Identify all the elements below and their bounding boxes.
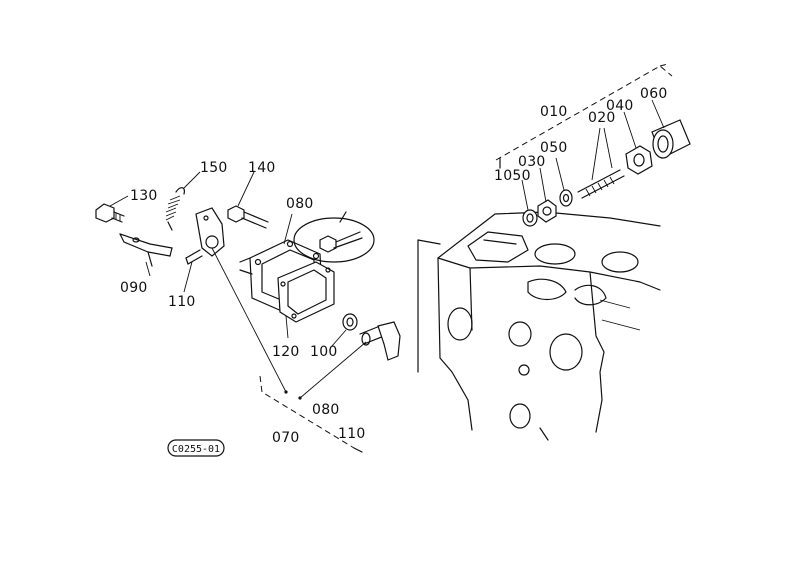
label-140: 140 — [248, 160, 276, 176]
part-gasket-120 — [277, 261, 335, 323]
label-080-cover: 080 — [286, 196, 314, 212]
part-ring-100 — [342, 313, 358, 331]
part-bolt-130 — [95, 203, 125, 223]
part-washer-050 — [559, 189, 573, 207]
part-nut-030 — [537, 199, 557, 223]
part-cap-060 — [651, 119, 691, 159]
engine-block — [437, 211, 661, 441]
part-stud-020 — [577, 169, 625, 199]
part-pin-110 — [185, 249, 203, 265]
label-050: 050 — [540, 140, 568, 156]
figure-code-badge: C0255-01 — [167, 439, 225, 457]
part-bolt-140 — [227, 205, 269, 229]
label-020: 020 — [588, 110, 616, 126]
part-lever — [195, 207, 225, 257]
part-labels: 010 020 030 040 050 060 1050 150 130 140… — [120, 86, 668, 446]
figure-code: C0255-01 — [172, 444, 220, 455]
label-010: 010 — [540, 104, 568, 120]
part-nut-040 — [625, 145, 653, 175]
leaders-upper-right — [521, 99, 665, 211]
leaders-left — [109, 171, 367, 400]
label-080-set: 080 — [312, 402, 340, 418]
part-bracket-090 — [119, 233, 173, 267]
detail-circle — [293, 211, 375, 263]
label-070: 070 — [272, 430, 300, 446]
part-shaft — [359, 321, 401, 361]
label-060: 060 — [640, 86, 668, 102]
part-nut-1050 — [522, 209, 538, 227]
assembly-bracket-070 — [259, 375, 363, 453]
label-030: 030 — [518, 154, 546, 170]
label-040: 040 — [606, 98, 634, 114]
part-spring-150 — [165, 187, 185, 231]
label-150: 150 — [200, 160, 228, 176]
label-1050: 1050 — [494, 168, 531, 184]
label-130: 130 — [130, 188, 158, 204]
assembly-bracket-010 — [417, 63, 673, 373]
label-090: 090 — [120, 280, 148, 296]
label-120: 120 — [272, 344, 300, 360]
label-100: 100 — [310, 344, 338, 360]
label-110-pin: 110 — [168, 294, 196, 310]
label-110-set: 110 — [338, 426, 366, 442]
